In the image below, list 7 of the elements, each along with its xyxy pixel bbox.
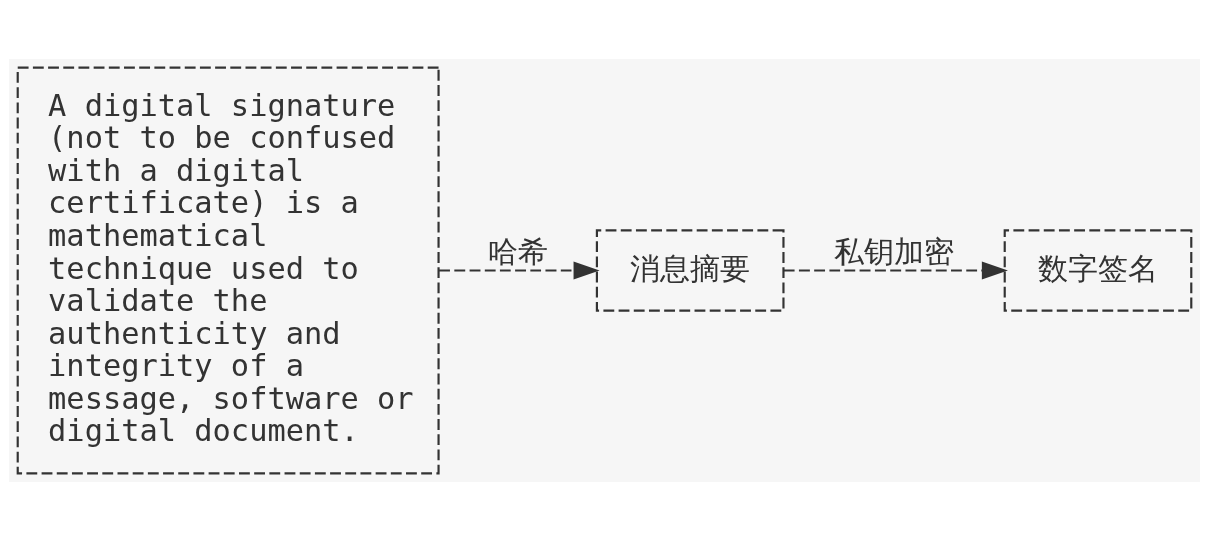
edge-label: 私钥加密	[834, 233, 955, 269]
node-box: 消息摘要	[595, 228, 785, 312]
arrow	[783, 260, 1008, 280]
arrow	[439, 260, 600, 280]
node-box: A digital signature (not to be confused with a digital certificate) is a mathematical technique used to validate the authenticity and integrity of a message, software or digital document.	[16, 66, 440, 474]
node-box: 数字签名	[1003, 228, 1193, 312]
edge-label: 哈希	[487, 233, 548, 269]
